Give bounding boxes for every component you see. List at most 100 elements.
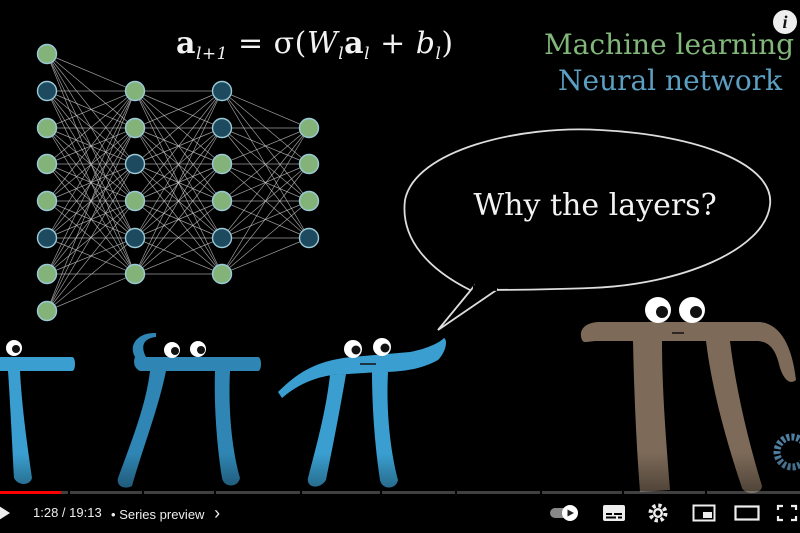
- network-edge: [134, 90, 223, 275]
- network-neuron: [36, 117, 58, 139]
- network-edge: [46, 273, 136, 312]
- network-neuron: [211, 263, 233, 285]
- network-edge: [221, 200, 310, 275]
- network-neuron: [298, 227, 320, 249]
- neural-network-diagram: [36, 43, 320, 322]
- network-edge: [46, 90, 136, 165]
- current-time: 1:28: [33, 505, 59, 520]
- time-display: 1:28 / 19:13: [33, 505, 102, 520]
- loading-spinner-icon: [773, 433, 800, 471]
- chapter-marker: [622, 491, 624, 494]
- chapter-marker: [540, 491, 542, 494]
- topic-neural-network: Neural network: [558, 64, 783, 97]
- network-neuron: [211, 153, 233, 175]
- speech-bubble-text: Why the layers?: [473, 188, 717, 223]
- network-equation: al+1 = σ(Wlal + bl): [176, 26, 454, 64]
- network-neuron: [211, 117, 233, 139]
- autoplay-toggle-icon: [550, 505, 578, 521]
- network-neuron: [36, 153, 58, 175]
- progress-bar[interactable]: [0, 491, 800, 494]
- network-edge: [46, 163, 136, 312]
- chapter-marker: [705, 491, 707, 494]
- network-edge: [221, 127, 310, 165]
- network-neuron: [211, 227, 233, 249]
- autoplay-toggle[interactable]: [548, 497, 582, 529]
- miniplayer-button[interactable]: [690, 497, 718, 529]
- info-icon[interactable]: i: [773, 10, 797, 34]
- network-edge: [221, 90, 310, 129]
- network-edge: [134, 200, 223, 275]
- chapter-marker: [142, 491, 144, 494]
- progress-played: [0, 491, 62, 494]
- network-neuron: [124, 117, 146, 139]
- chapter-marker: [455, 491, 457, 494]
- network-edge: [46, 90, 136, 202]
- network-edge: [221, 127, 310, 239]
- network-edge: [134, 90, 223, 165]
- fullscreen-icon: [776, 504, 798, 522]
- network-neuron: [36, 300, 58, 322]
- network-neuron: [124, 80, 146, 102]
- chapter-marker: [68, 491, 70, 494]
- network-neuron: [211, 80, 233, 102]
- network-edge: [134, 163, 223, 275]
- subtitles-button[interactable]: [600, 497, 628, 529]
- progress-track: [0, 491, 800, 494]
- network-neuron: [124, 190, 146, 212]
- network-edge: [221, 90, 310, 165]
- chapter-marker: [214, 491, 216, 494]
- network-edge: [46, 53, 136, 165]
- settings-button[interactable]: [644, 497, 672, 529]
- network-edge: [46, 237, 136, 312]
- chevron-right-icon: ›: [214, 503, 221, 523]
- network-edge: [134, 90, 223, 239]
- network-neuron: [298, 190, 320, 212]
- network-neuron: [298, 153, 320, 175]
- network-neuron: [124, 227, 146, 249]
- subtitles-icon: [603, 505, 625, 521]
- network-edge: [134, 127, 223, 275]
- network-neuron: [36, 43, 58, 65]
- network-edge: [221, 237, 310, 275]
- network-neuron: [36, 80, 58, 102]
- network-neuron: [124, 263, 146, 285]
- network-edge: [134, 90, 223, 129]
- network-neuron: [298, 117, 320, 139]
- theater-mode-icon: [734, 505, 760, 521]
- miniplayer-icon: [692, 504, 716, 522]
- chapter-marker: [380, 491, 382, 494]
- network-edge: [221, 163, 310, 275]
- network-edge: [134, 90, 223, 202]
- fullscreen-button[interactable]: [774, 497, 800, 529]
- play-pause-button[interactable]: [0, 497, 20, 529]
- chapter-button[interactable]: • Series preview ›: [111, 503, 221, 523]
- network-neuron: [36, 227, 58, 249]
- network-edge: [46, 90, 136, 129]
- network-edge: [134, 237, 223, 275]
- theater-mode-button[interactable]: [733, 497, 761, 529]
- network-edge: [46, 90, 136, 275]
- duration: 19:13: [69, 505, 102, 520]
- player-controls: 1:28 / 19:13 • Series preview ›: [0, 497, 800, 529]
- network-neuron: [124, 153, 146, 175]
- speech-bubble-tail: [437, 284, 499, 331]
- network-edge: [46, 90, 136, 312]
- speech-bubble: [403, 128, 771, 291]
- network-neuron: [36, 190, 58, 212]
- network-neuron: [211, 190, 233, 212]
- chapter-label: Series preview: [119, 507, 205, 522]
- network-edge: [46, 127, 136, 312]
- network-edge: [46, 53, 136, 92]
- chapter-marker: [300, 491, 302, 494]
- settings-icon: [648, 503, 668, 523]
- network-neuron: [36, 263, 58, 285]
- controls-gradient: [0, 453, 800, 533]
- network-edge: [221, 127, 310, 275]
- play-pause-icon: [0, 506, 10, 520]
- topic-machine-learning: Machine learning: [544, 28, 795, 61]
- network-edge: [221, 127, 310, 202]
- network-edge: [46, 200, 136, 312]
- network-edge: [46, 90, 136, 239]
